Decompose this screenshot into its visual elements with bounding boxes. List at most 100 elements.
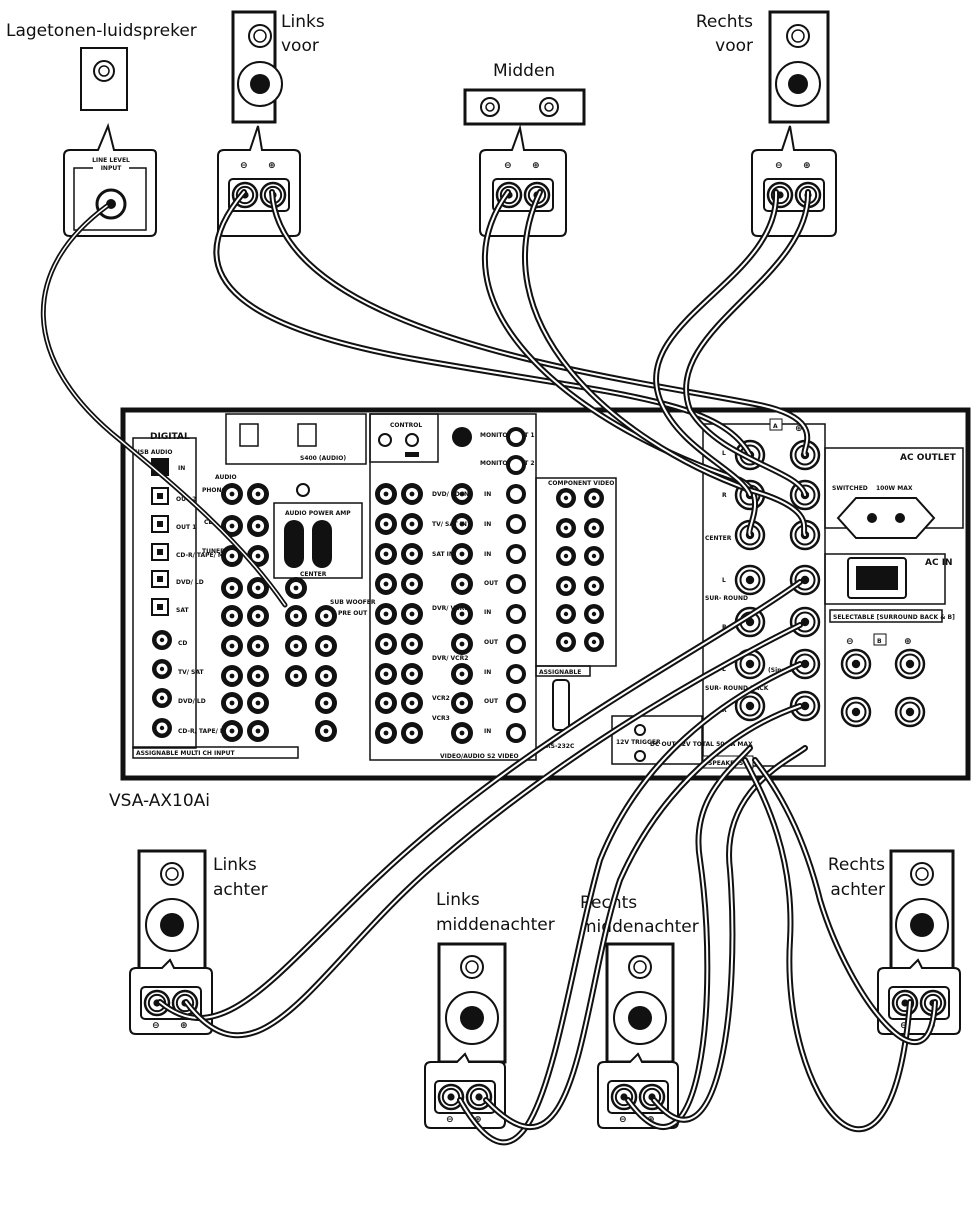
audio-jack-left [221,720,243,742]
receiver-back-panel: DIGITAL USB AUDIO IN OUT 2 OUT 1 CD-R/ T… [120,407,971,781]
spk-label-2: L [722,577,726,584]
subwoofer-speaker-icon [80,47,128,111]
io-label-7: OUT [484,698,499,705]
speaker-terminal-minus [734,690,766,722]
terminal-minus [437,1083,465,1111]
audio-jack-left [221,635,243,657]
io-label-0: IN [484,491,491,498]
multi-ch-input-label: ASSIGNABLE MULTI CH INPUT [136,750,236,757]
minus-symbol: ⊖ [446,1115,454,1125]
line-level-label-1: LINE LEVEL [92,157,130,164]
io-label-2: IN [484,551,491,558]
ac-outlet-label: AC OUTLET [900,453,957,463]
b-terminal-minus [840,648,872,680]
video-row-3: DVR/ VCR1 [432,605,468,612]
selectable-surround-back-label: SELECTABLE [SURROUND BACK & B] [833,614,955,621]
video-audio-jack [401,573,423,595]
label-surround-back-right-2: middenachter [580,917,699,937]
monitor-s-video-2 [506,455,526,475]
video-jack [451,513,473,535]
coax-jack [152,659,172,679]
label-center: Midden [493,61,555,81]
audio-jack-left [221,545,243,567]
coax-jack [152,688,172,708]
video-row-6: VCR3 [432,715,450,722]
video-audio-jack [375,543,397,565]
terminal-minus [766,181,794,209]
component-jack [556,576,576,596]
minus-symbol: ⊖ [775,161,783,171]
assignable-label: ASSIGNABLE [539,669,581,676]
plus-symbol: ⊕ [268,161,276,171]
spk-group-2: SUR- ROUND [705,595,748,602]
video-audio-jack [401,543,423,565]
component-jack [584,632,604,652]
center-label: CENTER [300,571,327,578]
audio-jack-right [247,692,269,714]
surround-back-right-speaker-icon [605,942,675,1064]
audio-jack-right [247,665,269,687]
b-terminal-minus [840,696,872,728]
speaker-cables [40,189,938,1146]
spk-label-1: R [722,492,727,499]
plus-label-b: ⊕ [904,637,912,647]
surround-right-terminal-callout: ⊖⊕ [877,958,961,1035]
pre-out-jack [285,605,307,627]
component-jack [584,604,604,624]
switched-label: SWITCHED [832,485,868,492]
surround-back-right-terminal-callout: ⊖⊕ [597,1052,679,1129]
subwoofer-input-callout: LINE LEVEL INPUT [63,122,157,237]
video-row-1: TV/ SAT IN [432,521,467,528]
video-jack [451,603,473,625]
digital-label: DIGITAL [150,432,190,442]
s-video-jack [506,634,526,654]
surround-back-left-speaker-icon [437,942,507,1064]
video-jack [451,543,473,565]
opt-label-2: CD-R/ TAPE/ MD [176,552,229,559]
audio-power-amp-label: AUDIO POWER AMP [285,510,351,517]
s-video-jack [506,574,526,594]
s400-label: S400 (AUDIO) [300,455,346,462]
s-video-jack [506,544,526,564]
io-label-3: OUT [484,580,499,587]
terminal-minus [891,989,919,1017]
video-audio-jack [375,663,397,685]
minus-label-b: ⊖ [846,637,854,647]
video-audio-jack [375,603,397,625]
usb-audio-label: USB AUDIO [135,449,173,456]
s-video-jack [506,484,526,504]
speakers-label: SPEAKERS [708,760,743,767]
s-video-jack [506,604,526,624]
component-jack [556,604,576,624]
b-terminal-plus [894,696,926,728]
video-row-5: VCR2 [432,695,450,702]
pre-out-jack-b [315,692,337,714]
pre-out-jack [285,577,307,599]
tuner-label: TUNER [202,548,225,555]
video-audio-jack [401,483,423,505]
trigger-label: 12V TRIGGER [616,739,661,746]
speaker-terminal-plus [789,564,821,596]
io-label-4: IN [484,609,491,616]
minus-symbol: ⊖ [900,1021,908,1031]
video-jack [451,663,473,685]
io-label-6: IN [484,669,491,676]
audio-jack-left [221,665,243,687]
audio-jack-right [247,515,269,537]
video-audio-jack [375,692,397,714]
audio-label: AUDIO [215,474,237,481]
video-row-4: DVR/ VCR2 [432,655,468,662]
io-label-8: IN [484,728,491,735]
pre-out-jack-b [315,635,337,657]
coax-jack [152,718,172,738]
opt-label-1: OUT 1 [176,524,196,531]
cd-label: CD [204,519,213,526]
label-front-left-1: Links [281,12,325,32]
spk-label-0: L [722,450,726,457]
component-jack [556,546,576,566]
audio-jack-left [221,692,243,714]
minus-symbol: ⊖ [619,1115,627,1125]
b-terminal-plus [894,648,926,680]
rs232c-port [552,679,570,731]
